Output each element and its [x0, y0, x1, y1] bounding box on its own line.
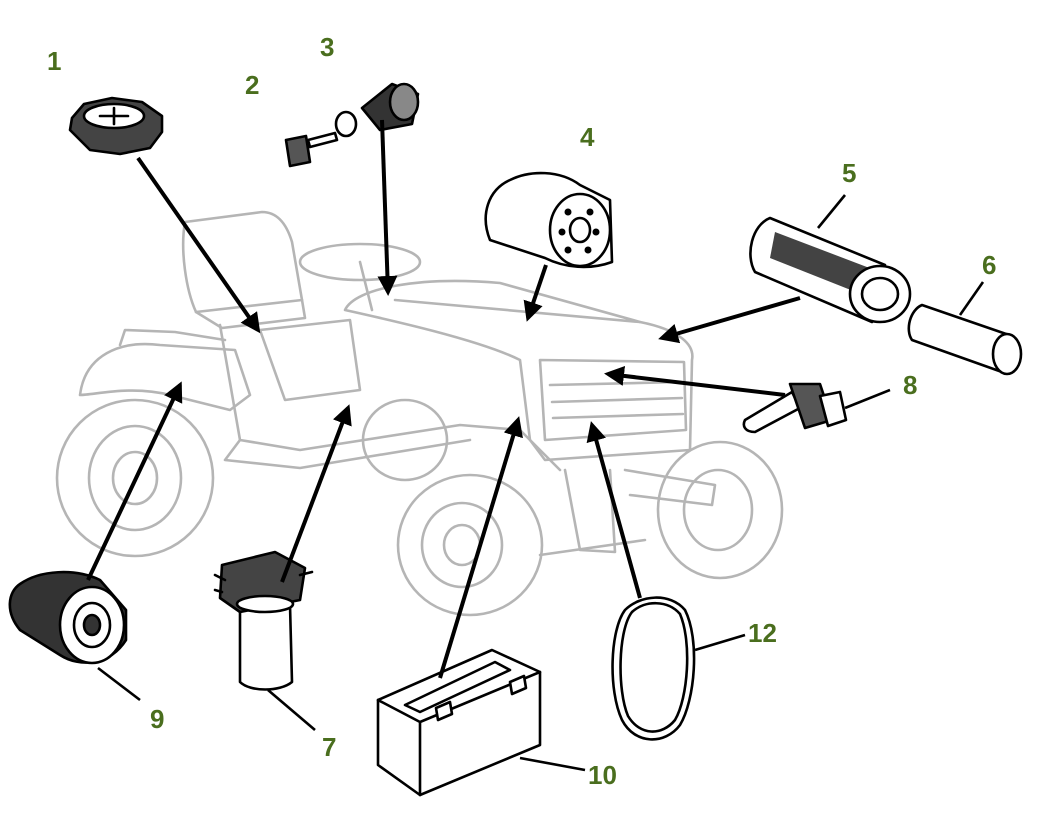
callout-leaders [97, 194, 985, 772]
callout-4: 4 [580, 122, 595, 152]
arrow-10 [438, 416, 523, 679]
arrow-4 [523, 264, 548, 322]
leader-6 [958, 281, 985, 316]
air-filter-drawing [749, 216, 912, 324]
ignition-key-drawing [284, 131, 339, 168]
callout-2: 2 [245, 70, 259, 100]
callout-10: 10 [588, 760, 617, 790]
leader-10 [519, 756, 586, 772]
callout-6: 6 [982, 250, 996, 280]
arrow-7 [280, 404, 352, 583]
ignition-switch-drawing [334, 82, 420, 138]
callout-7: 7 [322, 732, 336, 762]
arrow-5 [658, 296, 801, 344]
callout-labels: 1 2 3 4 5 6 8 9 7 10 12 [47, 32, 996, 790]
arrow-9 [86, 381, 183, 581]
leader-7 [267, 689, 316, 731]
leader-12 [694, 633, 746, 652]
callout-1: 1 [47, 46, 61, 76]
arrow-12 [586, 421, 642, 599]
arrow-8 [604, 365, 786, 397]
headlight-bulb-drawing [742, 382, 848, 434]
hydraulic-oil-filter-drawing [8, 570, 128, 665]
fuel-cap-drawing [68, 96, 164, 156]
callout-8: 8 [903, 370, 917, 400]
leader-arrows [86, 119, 801, 679]
arrow-3 [377, 119, 398, 296]
leader-9 [97, 666, 141, 702]
drive-belt-drawing [611, 596, 696, 741]
callout-3: 3 [320, 32, 334, 62]
tractor-outline [55, 210, 784, 617]
battery-drawing [376, 648, 542, 797]
callout-9: 9 [150, 704, 164, 734]
engine-oil-filter-drawing [484, 171, 614, 269]
leader-8 [844, 388, 891, 410]
callout-12: 12 [748, 618, 777, 648]
inner-air-filter-drawing [907, 303, 1023, 376]
arrow-1 [136, 156, 261, 334]
callout-5: 5 [842, 158, 856, 188]
leader-5 [816, 194, 847, 229]
fuel-filter-drawing [213, 550, 314, 691]
